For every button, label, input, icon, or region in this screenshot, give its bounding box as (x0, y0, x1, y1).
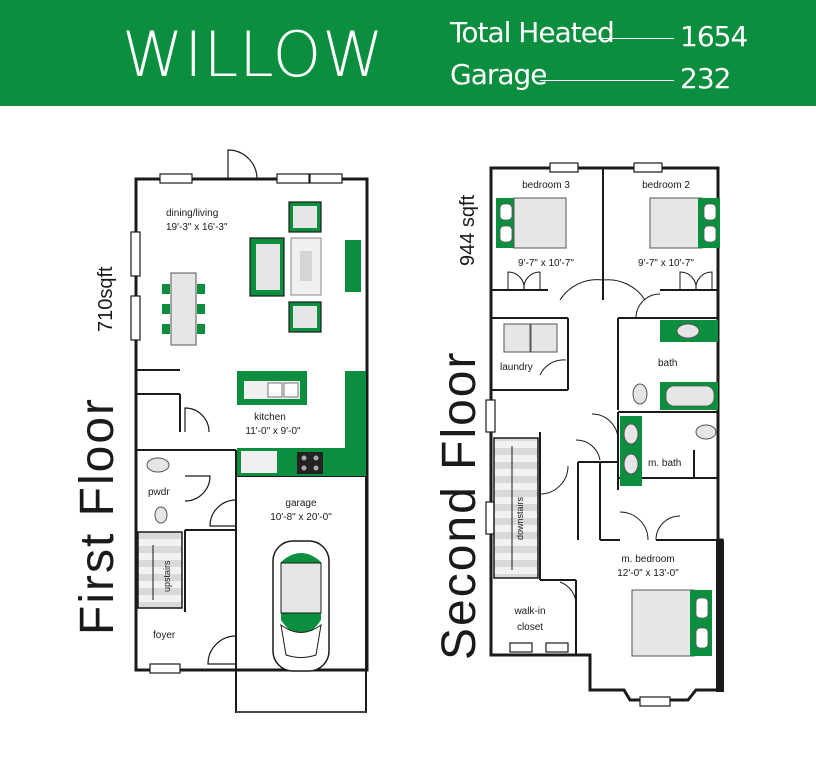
cooktop (297, 452, 323, 474)
walkin-closet-label-2: closet (517, 622, 543, 633)
bath-label: bath (658, 358, 677, 369)
bath-toilet (632, 383, 648, 405)
foyer-label: foyer (153, 630, 176, 641)
pwdr-sink (146, 457, 170, 473)
bedroom3-bed (496, 197, 567, 249)
garage-leader (540, 80, 674, 81)
m-bath-label: m. bath (648, 458, 681, 469)
total-heated-value: 1654 (680, 20, 748, 53)
bedroom2-size: 9'-7" x 10'-7" (638, 258, 694, 269)
car (272, 540, 330, 672)
second-floor-plan (485, 162, 724, 707)
walkin-closet-label-1: walk-in (513, 606, 545, 617)
total-heated-leader (598, 38, 674, 39)
first-floor-outer-wall (134, 177, 369, 672)
dining-living-size: 19'-3" x 16'-3" (166, 222, 228, 233)
front-door-swing (227, 149, 258, 180)
dining-table (170, 272, 197, 346)
plan-title: WILLOW (122, 18, 385, 91)
dryer (530, 323, 558, 353)
garage-label: Garage (450, 58, 548, 91)
downstairs-label: downstairs (515, 496, 525, 540)
kitchen-label: kitchen (254, 412, 286, 423)
header-banner: WILLOW Total Heated 1654 Garage 232 (0, 0, 816, 106)
first-floor-sqft: 710sqft (95, 266, 117, 332)
bedroom3-label: bedroom 3 (522, 180, 570, 191)
second-floor-stairs (493, 437, 539, 579)
pwdr-label: pwdr (148, 487, 170, 498)
garage-value: 232 (680, 62, 731, 95)
total-heated-label: Total Heated (450, 16, 615, 49)
pwdr-toilet (154, 506, 168, 524)
second-floor-title: Second Floor (433, 351, 486, 661)
first-floor-plan (130, 149, 369, 713)
kitchen-counter (237, 371, 366, 476)
bedroom2-bed (649, 197, 720, 249)
m-bedroom-size: 12'-0" x 13'-0" (617, 568, 679, 579)
bedroom2-label: bedroom 2 (642, 180, 690, 191)
m-bedroom-label: m. bedroom (621, 554, 674, 565)
kitchen-size: 11'-0" x 9'-0" (245, 426, 301, 437)
garage-room-label: garage (285, 498, 317, 509)
garage-room-size: 10'-8" x 20'-0" (270, 512, 332, 523)
tv-console (345, 240, 361, 292)
m-bath-toilet (695, 424, 717, 440)
m-bedroom-bed (631, 589, 712, 657)
dining-living-label: dining/living (166, 208, 218, 219)
first-floor-stairs (137, 531, 183, 609)
upstairs-label: upstairs (162, 560, 172, 592)
washer (503, 323, 531, 353)
laundry-label: laundry (500, 362, 533, 373)
second-floor-sqft: 944 sqft (457, 194, 479, 266)
bedroom3-size: 9'-7" x 10'-7" (518, 258, 574, 269)
first-floor-title: First Floor (71, 397, 124, 635)
